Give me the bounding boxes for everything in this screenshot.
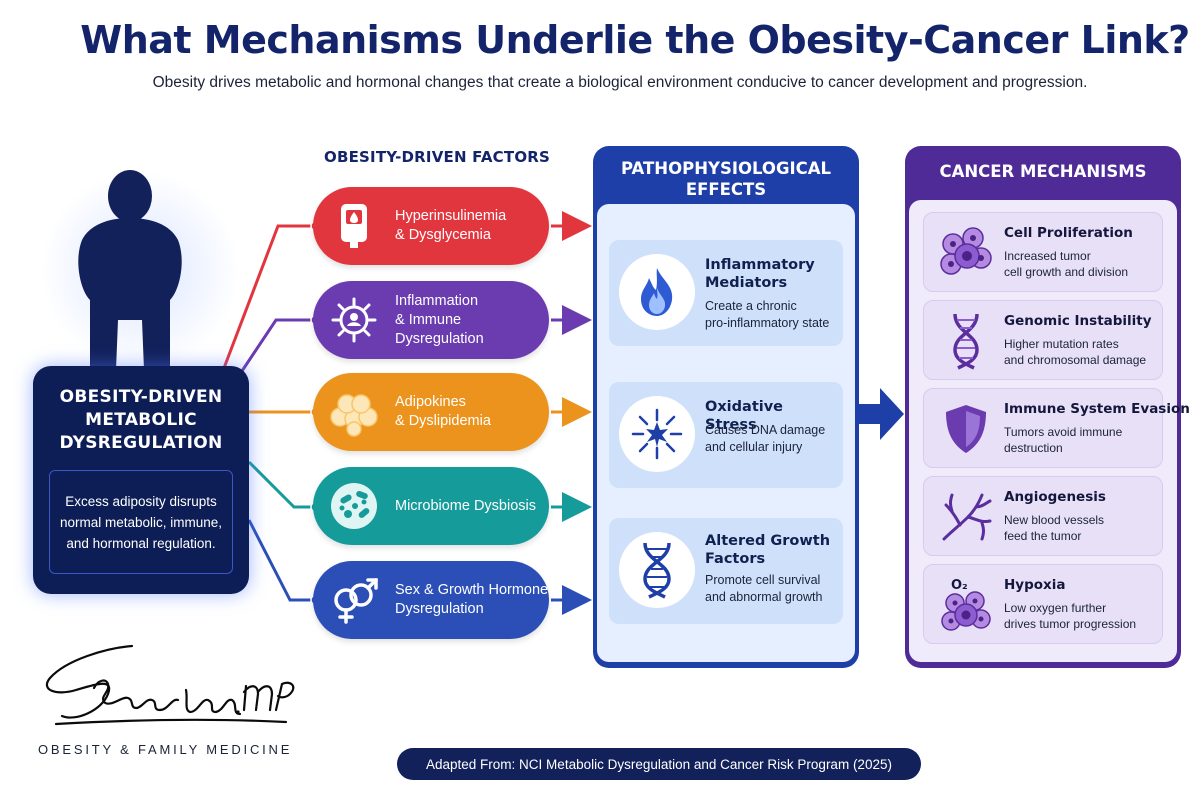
mechanism-genomic-instability: Genomic Instability Higher mutation rate… xyxy=(923,300,1163,380)
mechanism-description: Increased tumor xyxy=(1004,249,1091,263)
connector-red xyxy=(222,224,316,369)
mechanism-description: and chromosomal damage xyxy=(1004,353,1147,367)
factor-label: & Dyslipidemia xyxy=(395,413,491,429)
factor-inflammation: Inflammation & Immune Dysregulation xyxy=(313,281,549,359)
blood-vessel-icon xyxy=(932,483,1000,551)
mechanism-cell-proliferation: Cell Proliferation Increased tumor cell g… xyxy=(923,212,1163,292)
factor-label: Microbiome Dysbiosis xyxy=(395,497,537,514)
oxygen-label: O₂ xyxy=(951,578,968,593)
effect-description: and cellular injury xyxy=(705,440,803,454)
connector-blue xyxy=(247,519,316,602)
fat-cells-icon xyxy=(323,381,385,443)
dna-helix-icon xyxy=(932,307,1000,375)
factor-label: Dysregulation xyxy=(395,601,484,617)
dna-icon xyxy=(619,532,695,608)
effect-title: Factors xyxy=(705,551,766,567)
bacteria-icon xyxy=(323,475,385,537)
mechanisms-heading: CANCER MECHANISMS xyxy=(939,162,1147,181)
factor-microbiome: Microbiome Dysbiosis xyxy=(313,467,549,545)
factor-hyperinsulinemia: Hyperinsulinemia & Dysglycemia xyxy=(313,187,549,265)
factor-label: Hyperinsulinemia xyxy=(395,208,507,224)
mechanism-description: destruction xyxy=(1004,441,1063,455)
effect-description: and abnormal growth xyxy=(705,590,823,604)
mechanism-title: Angiogenesis xyxy=(1004,489,1106,505)
effect-title: Altered Growth xyxy=(705,533,831,549)
flame-icon xyxy=(619,254,695,330)
handwritten-signature xyxy=(45,644,295,726)
mechanism-title: Hypoxia xyxy=(1004,577,1066,593)
effect-oxidative-stress: Oxidative Stress Causes DNA damage and ce… xyxy=(609,382,843,488)
factor-label: & Immune Dysregulation xyxy=(395,311,484,347)
shield-icon xyxy=(932,395,1000,463)
obesity-dysregulation-box: OBESITY-DRIVEN METABOLIC DYSREGULATION E… xyxy=(33,366,249,594)
mechanism-immune-evasion: Immune System Evasion Tumors avoid immun… xyxy=(923,388,1190,468)
cell-cluster-icon xyxy=(932,219,1000,287)
mechanisms-list: Cell Proliferation Increased tumor cell g… xyxy=(909,200,1190,662)
mechanism-title: Genomic Instability xyxy=(1004,313,1152,329)
factor-label: Adipokines xyxy=(395,394,466,410)
source-citation: Adapted From: NCI Metabolic Dysregulatio… xyxy=(397,748,921,780)
factor-label: Sex & Growth Hormone xyxy=(395,582,549,598)
effect-description: pro-inflammatory state xyxy=(705,316,830,330)
factor-label: & Dysglycemia xyxy=(395,227,491,243)
effect-description: Create a chronic xyxy=(705,299,797,313)
factors-heading: OBESITY-DRIVEN FACTORS xyxy=(324,148,551,166)
effect-title: Oxidative Stress xyxy=(705,399,784,433)
page-subtitle: Obesity drives metabolic and hormonal ch… xyxy=(152,74,1088,91)
oxygen-cell-icon: O₂ xyxy=(932,571,1000,639)
effect-description: Promote cell survival xyxy=(705,573,821,587)
right-arrow-icon xyxy=(858,388,904,440)
effect-description: Causes DNA damage xyxy=(705,423,826,437)
mechanism-title: Immune System Evasion xyxy=(1004,401,1190,417)
mechanism-description: cell growth and division xyxy=(1004,265,1129,279)
cancer-mechanisms-panel: CANCER MECHANISMS Cell Proliferation Inc… xyxy=(905,146,1190,668)
mechanism-description: Low oxygen further xyxy=(1004,601,1107,615)
mechanism-description: drives tumor progression xyxy=(1004,617,1137,631)
gender-symbols-icon xyxy=(323,569,385,631)
mechanism-description: Higher mutation rates xyxy=(1004,337,1119,351)
mechanism-description: feed the tumor xyxy=(1004,529,1082,543)
mechanism-title: Cell Proliferation xyxy=(1004,225,1133,241)
effects-heading: PATHOPHYSIOLOGICAL EFFECTS xyxy=(620,159,832,199)
immune-cell-icon xyxy=(323,289,385,351)
mechanism-hypoxia: O₂ Hypoxia Low oxygen further drives tumo… xyxy=(923,564,1163,644)
factor-adipokines: Adipokines & Dyslipidemia xyxy=(313,373,549,451)
signature-label: OBESITY & FAMILY MEDICINE xyxy=(38,742,293,757)
mechanism-description: Tumors avoid immune xyxy=(1004,425,1123,439)
person-silhouette-icon xyxy=(78,170,182,370)
effect-title: Inflammatory xyxy=(705,257,815,273)
connector-teal xyxy=(247,460,316,509)
effect-title: Mediators xyxy=(705,275,788,291)
factor-label: Inflammation xyxy=(395,292,479,309)
mechanism-angiogenesis: Angiogenesis New blood vessels feed the t… xyxy=(923,476,1163,556)
glucose-meter-icon xyxy=(323,195,385,257)
left-box-description: Excess adiposity disrupts normal metabol… xyxy=(49,470,233,574)
left-box-title: OBESITY-DRIVEN METABOLIC DYSREGULATION xyxy=(59,387,223,453)
page-title: What Mechanisms Underlie the Obesity-Can… xyxy=(80,18,1190,62)
starburst-icon xyxy=(619,396,695,472)
mechanism-description: New blood vessels xyxy=(1004,513,1105,527)
connector-purple xyxy=(234,318,316,381)
